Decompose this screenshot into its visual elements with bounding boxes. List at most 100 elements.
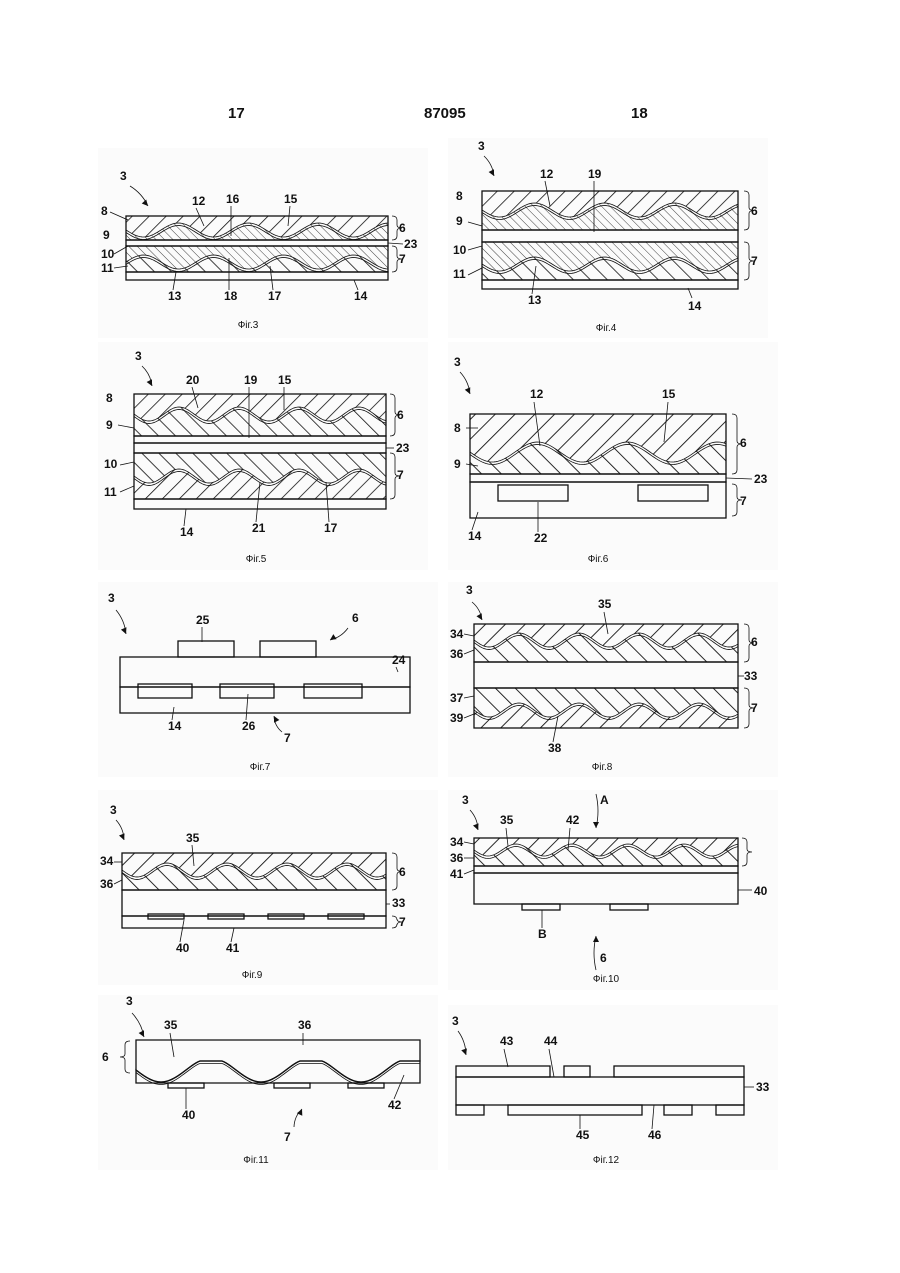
layer-8 <box>470 414 726 462</box>
arrowhead <box>461 1048 467 1055</box>
reference-numeral: 42 <box>566 813 580 827</box>
leader-line <box>464 650 474 654</box>
reference-numeral: 43 <box>500 1034 514 1048</box>
reference-numeral: 7 <box>284 731 291 745</box>
reference-numeral: 6 <box>399 865 406 879</box>
leader-line <box>464 870 474 874</box>
reference-numeral: 11 <box>453 267 466 281</box>
figure-6: 381215914226237Фіг.6 <box>448 342 778 570</box>
reference-numeral: 17 <box>324 521 338 535</box>
page-number-right: 18 <box>631 105 648 122</box>
reference-numeral: 7 <box>399 915 406 929</box>
reference-numeral: 10 <box>453 243 467 257</box>
element-26 <box>220 684 274 698</box>
reference-numeral: 6 <box>600 951 607 965</box>
layer-19-band <box>482 230 738 242</box>
element-45 <box>716 1105 744 1115</box>
figure-10: 3A354234364140B6Фіг.10 <box>448 790 778 990</box>
arrowhead <box>147 379 152 386</box>
reference-numeral: 11 <box>101 261 114 275</box>
reference-numeral: 13 <box>168 289 182 303</box>
leader-line <box>468 222 482 226</box>
reference-numeral: 7 <box>397 468 404 482</box>
reference-numeral: 14 <box>354 289 368 303</box>
figure-caption: Фіг.4 <box>596 323 617 334</box>
reference-numeral: 10 <box>104 457 118 471</box>
figure-drawing: 38121991011131467Фіг.4 <box>448 138 768 338</box>
reference-numeral: 7 <box>751 701 758 715</box>
layer-33 <box>474 662 738 688</box>
reference-numeral: 14 <box>468 529 482 543</box>
filled-relief-42 <box>136 1061 420 1083</box>
leader-line <box>170 1033 174 1057</box>
figure-drawing: 34344334546Фіг.12 <box>448 1005 778 1170</box>
figure-caption: Фіг.8 <box>592 762 613 773</box>
reference-numeral: 23 <box>754 472 768 486</box>
reference-numeral: 3 <box>452 1014 459 1028</box>
figure-caption: Фіг.3 <box>238 320 259 331</box>
reference-numeral: 3 <box>108 591 115 605</box>
layer-brace <box>742 838 752 866</box>
leader-line <box>388 243 403 244</box>
figure-caption: Фіг.7 <box>250 762 271 773</box>
arrowhead <box>593 822 599 828</box>
element-40 <box>522 904 560 910</box>
reference-numeral: 6 <box>751 204 758 218</box>
element-26 <box>138 684 192 698</box>
figure-4: 38121991011131467Фіг.4 <box>448 138 768 338</box>
figure-3: 3812161591011131817146237Фіг.3 <box>98 148 428 338</box>
reference-numeral: 11 <box>104 485 117 499</box>
reference-numeral: 6 <box>397 408 404 422</box>
figure-drawing: 33534363337393867Фіг.8 <box>448 582 778 777</box>
layer-33 <box>456 1077 744 1105</box>
reference-numeral: 15 <box>662 387 676 401</box>
reference-numeral: 45 <box>576 1128 590 1142</box>
reference-numeral: 6 <box>352 611 359 625</box>
reference-numeral: 14 <box>688 299 702 313</box>
layer-19 <box>134 436 386 443</box>
element-25 <box>260 641 316 657</box>
layer-14 <box>470 482 726 518</box>
element-25 <box>178 641 234 657</box>
layer-14 <box>482 280 738 289</box>
reference-numeral: 25 <box>196 613 210 627</box>
reference-numeral: 23 <box>404 237 418 251</box>
reference-numeral: 6 <box>751 635 758 649</box>
reference-numeral: 42 <box>388 1098 402 1112</box>
layer-23 <box>126 240 388 246</box>
leader-line <box>464 696 474 698</box>
leader-line <box>394 1075 404 1099</box>
element-45 <box>456 1105 484 1115</box>
arrowhead <box>465 387 470 394</box>
element-43 <box>614 1066 744 1077</box>
reference-numeral: 7 <box>399 252 406 266</box>
reference-numeral: 12 <box>192 194 206 208</box>
figure-caption: Фіг.11 <box>243 1155 269 1166</box>
leader-line <box>114 880 122 884</box>
leader-line <box>464 714 474 718</box>
document-number: 87095 <box>424 105 466 122</box>
reference-numeral: 34 <box>450 835 464 849</box>
reference-numeral: 3 <box>110 803 117 817</box>
reference-numeral: 36 <box>298 1018 312 1032</box>
arrowhead <box>121 627 127 634</box>
reference-numeral: 14 <box>168 719 182 733</box>
reference-numeral: 12 <box>530 387 544 401</box>
reference-numeral: 35 <box>598 597 612 611</box>
figure-caption: Фіг.6 <box>588 554 609 565</box>
reference-numeral: 12 <box>540 167 554 181</box>
leader-line <box>396 667 398 672</box>
reference-numeral: 3 <box>135 349 142 363</box>
reference-numeral: 6 <box>399 221 406 235</box>
reference-numeral: 9 <box>456 214 463 228</box>
arrowhead <box>473 823 479 830</box>
leader-line <box>173 272 176 290</box>
reference-numeral: 13 <box>528 293 542 307</box>
reference-numeral: 3 <box>462 793 469 807</box>
leader-line <box>472 512 478 530</box>
leader-line <box>180 920 184 942</box>
element-26 <box>304 684 362 698</box>
layer-41 <box>474 866 738 873</box>
reference-numeral: 46 <box>648 1128 662 1142</box>
reference-numeral: 3 <box>466 583 473 597</box>
